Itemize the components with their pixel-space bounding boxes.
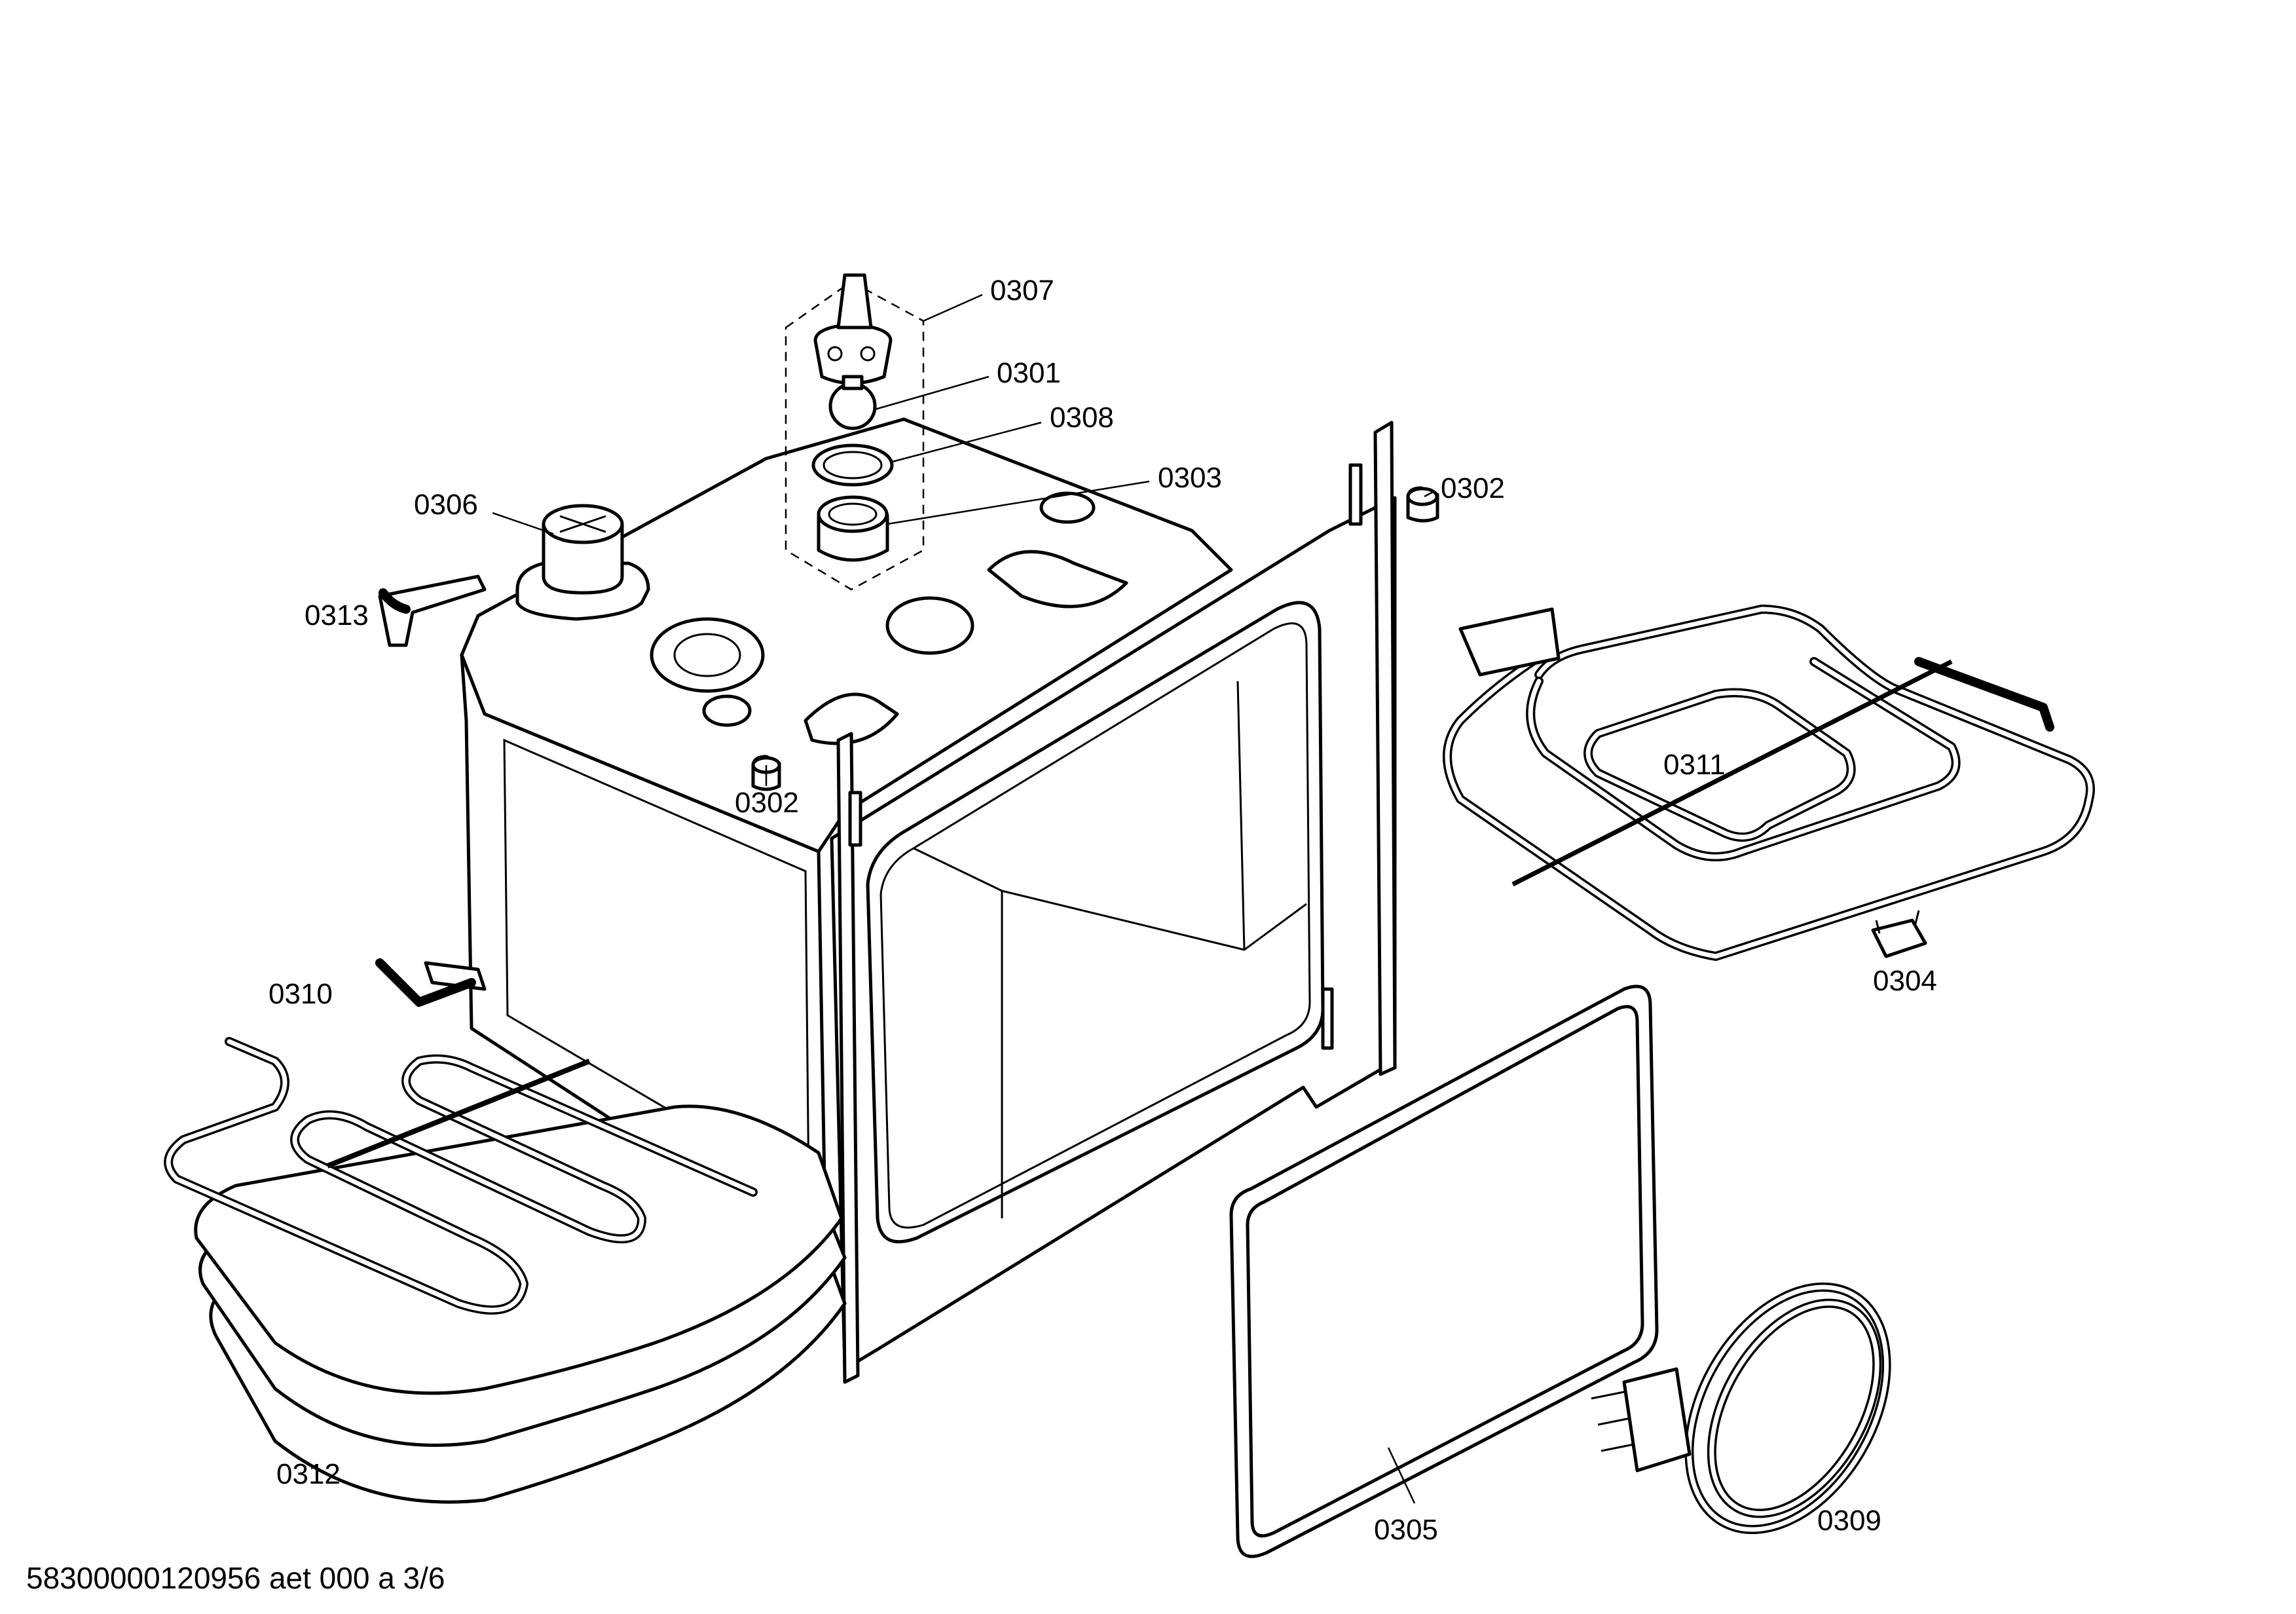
label-0310: 0310: [268, 978, 333, 1010]
label-0303: 0303: [1158, 462, 1222, 494]
label-0306: 0306: [414, 489, 478, 521]
label-0312: 0312: [276, 1458, 341, 1490]
label-0308: 0308: [1050, 402, 1114, 434]
label-0301: 0301: [997, 357, 1061, 389]
label-0313: 0313: [305, 599, 369, 631]
part-labels: 0307 0301 0308 0303 0306 0302 0302 0313 …: [268, 274, 1937, 1546]
ring-element-0309: [1591, 1283, 1891, 1534]
leader-lines: [492, 293, 1435, 1504]
clip-0304: [1871, 910, 1927, 958]
label-0305: 0305: [1374, 1514, 1438, 1546]
screw-0302-top: [1406, 486, 1439, 523]
insulation-mat-0312: [194, 1104, 847, 1504]
label-0309: 0309: [1817, 1505, 1881, 1537]
door-seal-0305: [1229, 985, 1659, 1558]
label-0302-top: 0302: [1441, 472, 1505, 504]
oven-cavity: [460, 417, 1233, 1233]
front-frame: [830, 421, 1397, 1384]
bracket-0313: [378, 574, 487, 647]
lamp-assembly: [785, 273, 925, 591]
fan-cap-0306: [515, 504, 650, 621]
bottom-heater-0310: [164, 958, 758, 1315]
label-0302-mid: 0302: [735, 787, 799, 819]
grill-element-0311: [1443, 605, 2095, 961]
label-0311: 0311: [1663, 749, 1726, 781]
document-id: 58300000120956 aet 000 a 3/6: [26, 1561, 445, 1595]
label-0307: 0307: [990, 274, 1054, 307]
label-0304: 0304: [1873, 965, 1937, 997]
